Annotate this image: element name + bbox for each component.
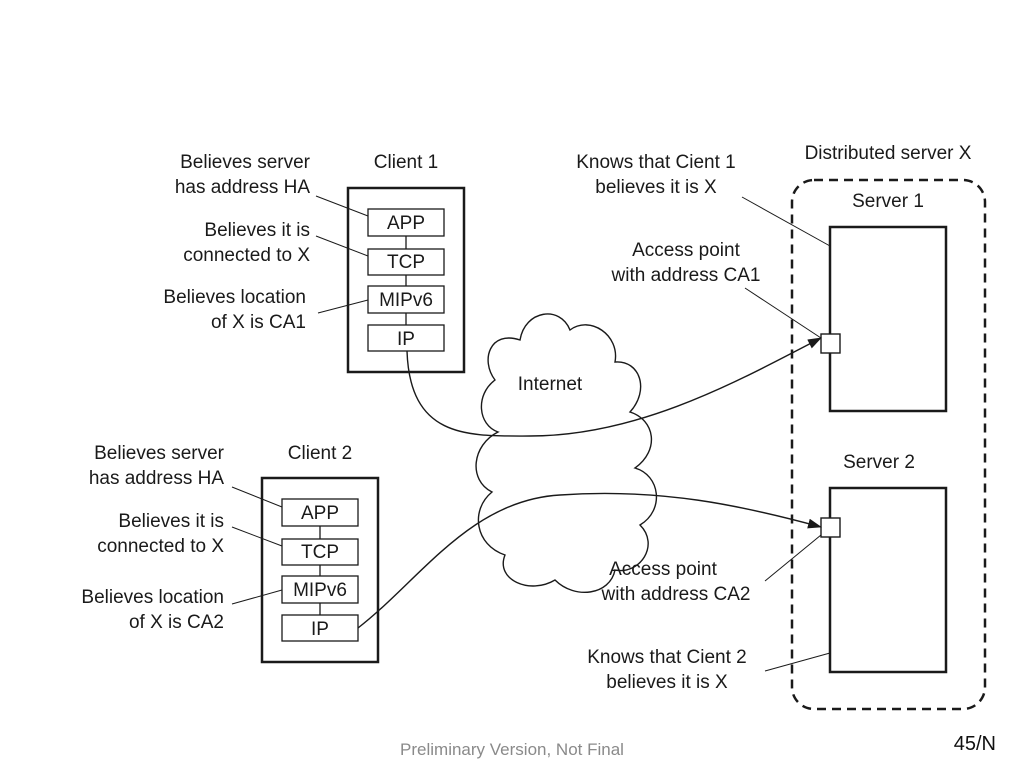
server1-title: Server 1 xyxy=(852,191,924,212)
server1-access-point-line1: Access point xyxy=(632,240,740,261)
client2-group: APP TCP MIPv6 IP Client 2 xyxy=(260,443,380,664)
server2-access-point-leader xyxy=(764,534,822,582)
client1-note-connected-line2: connected to X xyxy=(183,245,310,266)
client2-ip-layer xyxy=(281,614,359,642)
client1-title: Client 1 xyxy=(374,152,438,173)
client1-leader-connected xyxy=(315,235,369,257)
client1-app-label: APP xyxy=(387,213,425,234)
client2-mipv6-label: MIPv6 xyxy=(293,580,347,601)
distributed-server-title: Distributed server X xyxy=(805,143,972,164)
client1-leader-server xyxy=(315,195,369,217)
client1-note-connected-line1: Believes it is xyxy=(204,220,310,241)
client2-note-connected-line1: Believes it is xyxy=(118,511,224,532)
client2-title: Client 2 xyxy=(288,443,352,464)
client2-note-connected-line2: connected to X xyxy=(97,536,224,557)
version-footer: Preliminary Version, Not Final xyxy=(400,740,624,759)
server1-knows-leader xyxy=(741,196,831,247)
client1-to-server1-connection xyxy=(406,337,822,437)
server1-access-point xyxy=(820,333,841,354)
internet-label: Internet xyxy=(518,374,583,395)
server2-knows-line2: believes it is X xyxy=(606,672,728,693)
client2-note-location-line2: of X is CA2 xyxy=(129,612,224,633)
client1-note-server-line1: Believes server xyxy=(180,152,311,173)
internet-cloud xyxy=(475,313,657,594)
client1-note-server-line2: has address HA xyxy=(175,177,311,198)
client1-tcp-layer xyxy=(367,248,445,276)
client1-group: APP TCP MIPv6 IP Client 1 xyxy=(346,152,466,374)
client2-leader-location xyxy=(231,589,283,605)
client1-ip-layer xyxy=(367,324,445,352)
page-number: 45/N xyxy=(953,733,996,755)
server1-knows-line2: believes it is X xyxy=(595,177,717,198)
server1-access-point-leader xyxy=(744,287,822,339)
client1-note-location-line1: Believes location xyxy=(163,287,306,308)
server2-knows-leader xyxy=(764,652,831,672)
client2-mipv6-layer xyxy=(281,575,359,604)
server2-title: Server 2 xyxy=(843,452,915,473)
client2-note-server-line2: has address HA xyxy=(89,468,225,489)
client1-note-location-line2: of X is CA1 xyxy=(211,312,306,333)
client2-note-server-line1: Believes server xyxy=(94,443,225,464)
client2-to-server2-connection xyxy=(357,492,822,629)
server2-access-point-line2: with address CA2 xyxy=(601,584,751,605)
distributed-server-boundary xyxy=(790,178,987,711)
server1-box xyxy=(828,225,948,413)
client1-ip-label: IP xyxy=(397,329,415,350)
client2-leader-server xyxy=(231,486,283,508)
client2-tcp-label: TCP xyxy=(301,542,339,563)
server2-access-point xyxy=(820,517,841,538)
client1-mipv6-layer xyxy=(367,285,445,314)
server1-knows-line1: Knows that Cient 1 xyxy=(576,152,735,173)
client2-note-location-line1: Believes location xyxy=(81,587,224,608)
client2-app-layer xyxy=(281,498,359,527)
client2-tcp-layer xyxy=(281,538,359,566)
client1-leader-location xyxy=(317,299,369,314)
server2-box xyxy=(828,486,948,674)
client2-app-label: APP xyxy=(301,503,339,524)
client2-ip-label: IP xyxy=(311,619,329,640)
server2-knows-line1: Knows that Cient 2 xyxy=(587,647,746,668)
client1-mipv6-label: MIPv6 xyxy=(379,290,433,311)
client1-app-layer xyxy=(367,208,445,237)
client1-tcp-label: TCP xyxy=(387,252,425,273)
client2-leader-connected xyxy=(231,526,283,547)
server1-access-point-line2: with address CA1 xyxy=(611,265,761,286)
server2-access-point-line1: Access point xyxy=(609,559,717,580)
